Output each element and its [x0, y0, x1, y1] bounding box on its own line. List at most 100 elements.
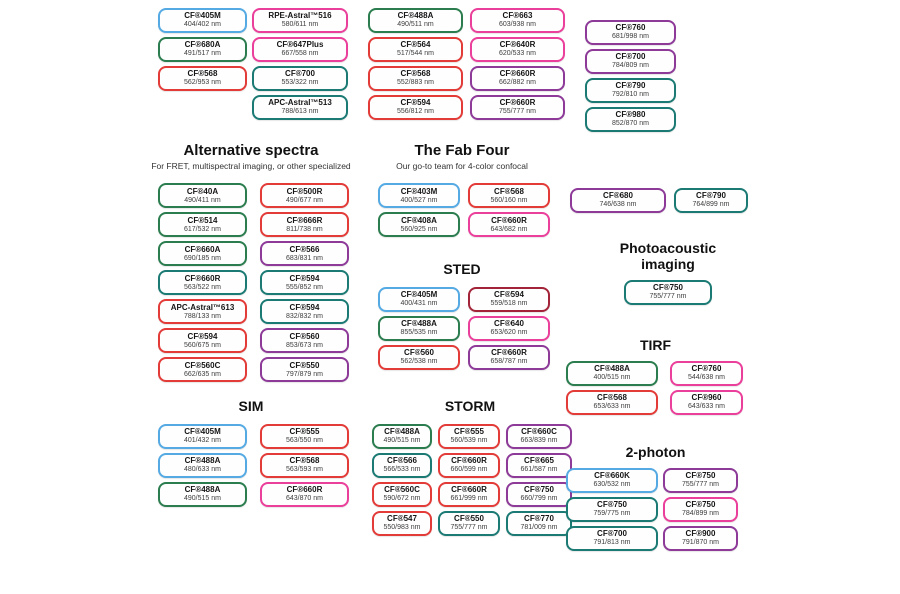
dye-excitation-emission: 788/133 nm [184, 312, 221, 320]
chip-column: CF®750 755/777 nm [595, 280, 741, 306]
dye-name: CF®750 [597, 500, 627, 510]
dye-chip: CF®770 781/009 nm [506, 511, 572, 537]
dye-name: CF®514 [187, 215, 218, 225]
dye-chip: CF®980 852/870 nm [585, 107, 676, 132]
dye-excitation-emission: 559/518 nm [490, 300, 528, 308]
dye-name: CF®700 [597, 529, 627, 539]
dye-chip: CF®900 791/870 nm [663, 526, 738, 552]
dye-chip: CF®488A 400/515 nm [566, 361, 658, 387]
dye-name: CF®660K [594, 471, 630, 481]
dye-excitation-emission: 617/532 nm [184, 225, 221, 233]
section-photoacoustic: Photoacoustic imaging CF®750 755/777 nm [595, 240, 741, 306]
dye-excitation-emission: 490/515 nm [184, 495, 221, 503]
dye-name: CF®760 [615, 23, 646, 33]
dye-chip: CF®550 755/777 nm [438, 511, 500, 537]
dye-chip: CF®568 560/160 nm [468, 183, 550, 209]
dye-chip: APC-Astral™613 788/133 nm [158, 299, 247, 325]
dye-chip: CF®680 746/638 nm [570, 188, 666, 213]
dye-excitation-emission: 784/809 nm [612, 62, 649, 70]
dye-name: CF®700 [615, 52, 646, 62]
dye-excitation-emission: 550/983 nm [383, 524, 421, 532]
dye-excitation-emission: 855/535 nm [400, 329, 438, 337]
dye-chip: CF®408A 560/925 nm [378, 212, 460, 238]
dye-excitation-emission: 660/799 nm [520, 495, 558, 503]
dye-excitation-emission: 490/677 nm [286, 196, 323, 204]
dye-name: CF®665 [524, 456, 554, 466]
dye-excitation-emission: 683/831 nm [286, 254, 323, 262]
chip-column: CF®40A 490/411 nm CF®514 617/532 nm CF®6… [158, 183, 247, 383]
chip-column: CF®660C 663/839 nm CF®665 661/587 nm CF®… [506, 424, 572, 537]
dye-name: CF®547 [387, 514, 417, 524]
dye-excitation-emission: 620/533 nm [499, 50, 536, 58]
chip-column: CF®760 544/638 nm CF®960 643/633 nm [670, 361, 743, 416]
dye-name: CF®488A [184, 456, 221, 466]
dye-chip: CF®660K 630/532 nm [566, 468, 658, 494]
dye-excitation-emission: 603/938 nm [499, 21, 536, 29]
dye-chip: CF®750 784/899 nm [663, 497, 738, 523]
chip-column: CF®488A 490/515 nm CF®566 566/533 nm CF®… [372, 424, 432, 537]
dye-name: CF®594 [400, 98, 431, 108]
chip-columns: CF®488A 400/515 nm CF®568 653/633 nm CF®… [566, 361, 745, 416]
top-dye-column-1: CF®405M 404/402 nm CF®680A 491/517 nm CF… [158, 8, 247, 91]
dye-excitation-emission: 662/635 nm [184, 370, 221, 378]
dye-excitation-emission: 661/587 nm [520, 466, 558, 474]
dye-chip: CF®550 797/879 nm [260, 357, 349, 383]
dye-excitation-emission: 560/539 nm [450, 437, 488, 445]
section-title: Alternative spectra [183, 142, 319, 159]
dye-excitation-emission: 401/432 nm [184, 437, 221, 445]
dye-chip: CF®514 617/532 nm [158, 212, 247, 238]
dye-name: CF®760 [691, 364, 722, 374]
dye-chip: APC-Astral™513 788/613 nm [252, 95, 348, 120]
chip-column: CF®488A 400/515 nm CF®568 653/633 nm [566, 361, 658, 416]
dye-name: CF®660R [499, 98, 536, 108]
section-alternative-spectra: Alternative spectra For FRET, multispect… [145, 142, 357, 383]
dye-name: CF®550 [289, 360, 320, 370]
section-title: Photoacoustic imaging [619, 240, 717, 273]
dye-chip: CF®488A 480/633 nm [158, 453, 247, 479]
dye-name: CF®568 [187, 69, 218, 79]
dye-excitation-emission: 792/810 nm [612, 91, 649, 99]
dye-excitation-emission: 791/813 nm [593, 539, 631, 547]
dye-name: CF®680 [603, 191, 633, 201]
dye-excitation-emission: 490/515 nm [383, 437, 421, 445]
dye-name: CF®568 [597, 393, 627, 403]
dye-name: APC-Astral™613 [170, 302, 235, 312]
top-dye-column-4: CF®663 603/938 nm CF®640R 620/533 nm CF®… [470, 8, 565, 120]
section-subtitle: For FRET, multispectral imaging, or othe… [151, 161, 351, 172]
section-sim: SIM CF®405M 401/432 nm CF®488A 480/633 n… [145, 398, 357, 508]
dye-chip: CF®660R 643/870 nm [260, 482, 349, 508]
dye-excitation-emission: 400/515 nm [593, 374, 631, 382]
dye-excitation-emission: 690/185 nm [184, 254, 221, 262]
dye-excitation-emission: 555/852 nm [286, 283, 323, 291]
dye-excitation-emission: 681/998 nm [612, 33, 649, 41]
dye-chip: CF®555 560/539 nm [438, 424, 500, 450]
dye-name: CF®560 [404, 348, 434, 358]
dye-chip: CF®594 559/518 nm [468, 287, 550, 313]
dye-chip: CF®568 552/883 nm [368, 66, 463, 91]
dye-excitation-emission: 400/431 nm [400, 300, 438, 308]
dye-chip: CF®680A 491/517 nm [158, 37, 247, 62]
top-dye-column-3: CF®488A 490/511 nm CF®564 517/544 nm CF®… [368, 8, 463, 120]
dye-name: CF®790 [615, 81, 646, 91]
dye-excitation-emission: 556/812 nm [397, 108, 434, 116]
dye-chip: CF®666R 811/738 nm [260, 212, 349, 238]
dye-excitation-emission: 784/899 nm [682, 510, 719, 518]
dye-chip: CF®647Plus 667/558 nm [252, 37, 348, 62]
dye-excitation-emission: 755/777 nm [649, 293, 687, 301]
dye-excitation-emission: 552/883 nm [397, 79, 434, 87]
dye-chip: CF®760 681/998 nm [585, 20, 676, 45]
dye-name: CF®566 [289, 244, 320, 254]
dye-excitation-emission: 480/633 nm [184, 466, 221, 474]
dye-name: CF®564 [400, 40, 431, 50]
dye-chip: CF®660R 643/682 nm [468, 212, 550, 238]
dye-excitation-emission: 653/633 nm [593, 403, 631, 411]
dye-name: CF®700 [285, 69, 315, 79]
dye-excitation-emission: 630/532 nm [593, 481, 631, 489]
dye-name: CF®660R [499, 69, 536, 79]
dye-chip: CF®405M 404/402 nm [158, 8, 247, 33]
dye-name: APC-Astral™513 [268, 98, 332, 108]
dye-chip: CF®700 784/809 nm [585, 49, 676, 74]
dye-name: CF®560 [289, 331, 320, 341]
section-fab-four: The Fab Four Our go-to team for 4-color … [370, 142, 554, 238]
dye-excitation-emission: 811/738 nm [286, 225, 323, 233]
